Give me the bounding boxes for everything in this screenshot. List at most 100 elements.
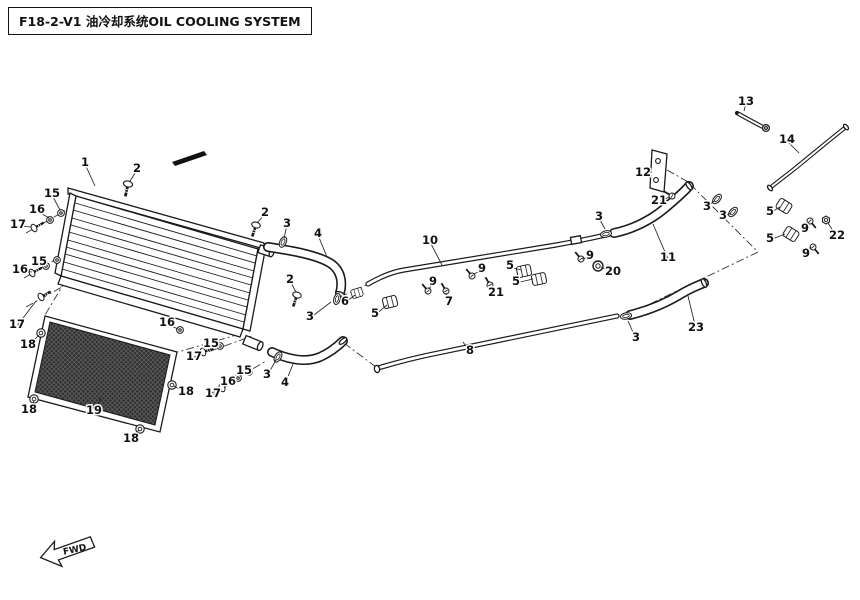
pipe-14 <box>766 123 850 192</box>
callout-15: 15 <box>31 254 47 268</box>
callout-17: 17 <box>205 386 221 400</box>
callout-16: 16 <box>12 262 28 276</box>
grommet-20 <box>592 260 604 272</box>
callout-leader <box>805 246 812 256</box>
callout-leader <box>722 212 732 218</box>
hose-upper <box>263 242 347 298</box>
callout-leader <box>93 397 102 413</box>
callout-leader <box>581 256 591 260</box>
callout-leader <box>36 210 50 219</box>
callout-leader <box>473 269 483 275</box>
callout-15: 15 <box>203 336 219 350</box>
callout-leader <box>283 224 288 239</box>
callout-9: 9 <box>586 248 594 262</box>
callout-22: 22 <box>829 228 845 242</box>
callout-5: 5 <box>766 231 774 245</box>
callout-3: 3 <box>306 309 314 323</box>
screw-9 <box>572 249 587 265</box>
callout-5: 5 <box>766 204 774 218</box>
callout-3: 3 <box>703 199 711 213</box>
callout-7: 7 <box>445 294 453 308</box>
callout-4: 4 <box>281 375 289 389</box>
callout-15: 15 <box>44 186 60 200</box>
callout-leader <box>706 200 715 209</box>
callout-16: 16 <box>220 374 236 388</box>
callout-leader <box>687 295 697 330</box>
callout-3: 3 <box>719 208 727 222</box>
callout-leader <box>428 282 434 290</box>
callout-leader <box>515 278 534 284</box>
callout-leader <box>489 286 497 295</box>
callout-leader <box>509 266 522 271</box>
diagram-title: F18-2-V1 油冷却系统OIL COOLING SYSTEM <box>8 7 312 35</box>
callout-14: 14 <box>779 132 795 146</box>
callout-23: 23 <box>688 320 704 334</box>
callout-6: 6 <box>341 294 349 308</box>
callout-leader <box>28 400 35 412</box>
callout-16: 16 <box>29 202 45 216</box>
callout-2: 2 <box>261 205 269 219</box>
oil-pipe-upper <box>365 230 617 287</box>
washer-15 <box>53 256 61 264</box>
callout-5: 5 <box>506 258 514 272</box>
callout-13: 13 <box>738 94 754 108</box>
callout-5: 5 <box>512 274 520 288</box>
callout-leader <box>769 233 786 241</box>
callout-leader <box>344 294 356 304</box>
bolt-2 <box>287 289 304 310</box>
callout-leader <box>445 293 450 304</box>
callout-21: 21 <box>651 193 667 207</box>
callout-leader <box>51 194 61 211</box>
callout-leader <box>129 169 138 182</box>
callout-leader <box>429 241 443 266</box>
washer-16 <box>176 326 184 334</box>
callout-18: 18 <box>20 337 36 351</box>
nut-22 <box>822 215 830 225</box>
callout-3: 3 <box>283 216 291 230</box>
bolt-17 <box>35 286 54 303</box>
bolt-17 <box>28 217 47 234</box>
callout-9: 9 <box>802 246 810 260</box>
hose-lower <box>267 336 348 365</box>
callout-leader <box>17 225 32 228</box>
shading-mark <box>172 151 207 166</box>
callout-leader <box>652 223 669 260</box>
callout-9: 9 <box>801 221 809 235</box>
callout-leader <box>309 301 332 319</box>
callout-17: 17 <box>10 217 26 231</box>
callout-leader <box>266 359 277 377</box>
callout-17: 17 <box>186 349 202 363</box>
radiator-lower-fitting <box>241 334 264 352</box>
callout-leader <box>786 140 800 154</box>
callout-leader <box>16 300 37 327</box>
callout-leader <box>212 388 222 396</box>
callout-leader <box>166 323 179 330</box>
callout-leader <box>19 270 33 273</box>
callout-leader <box>284 363 294 385</box>
callout-leader <box>289 280 297 293</box>
bracket-12 <box>649 149 668 193</box>
callout-12: 12 <box>635 165 651 179</box>
callout-leader <box>227 377 238 384</box>
hose-right-lower <box>625 278 709 320</box>
callout-leader <box>84 163 96 187</box>
clamp-3 <box>599 229 613 239</box>
callout-leader <box>598 217 606 230</box>
callout-17: 17 <box>9 317 25 331</box>
callout-2: 2 <box>133 161 141 175</box>
cushion-5 <box>774 197 794 215</box>
clamp-3 <box>710 192 724 206</box>
callout-leader <box>38 262 48 266</box>
callout-leader <box>193 352 203 359</box>
pipe-13 <box>734 110 771 133</box>
callout-leader <box>769 206 781 214</box>
clip-18 <box>167 380 177 390</box>
callout-15: 15 <box>236 363 252 377</box>
callout-leader <box>658 196 670 203</box>
callout-leader <box>374 304 388 316</box>
callout-leader <box>804 221 810 231</box>
callout-3: 3 <box>632 330 640 344</box>
callout-2: 2 <box>286 272 294 286</box>
